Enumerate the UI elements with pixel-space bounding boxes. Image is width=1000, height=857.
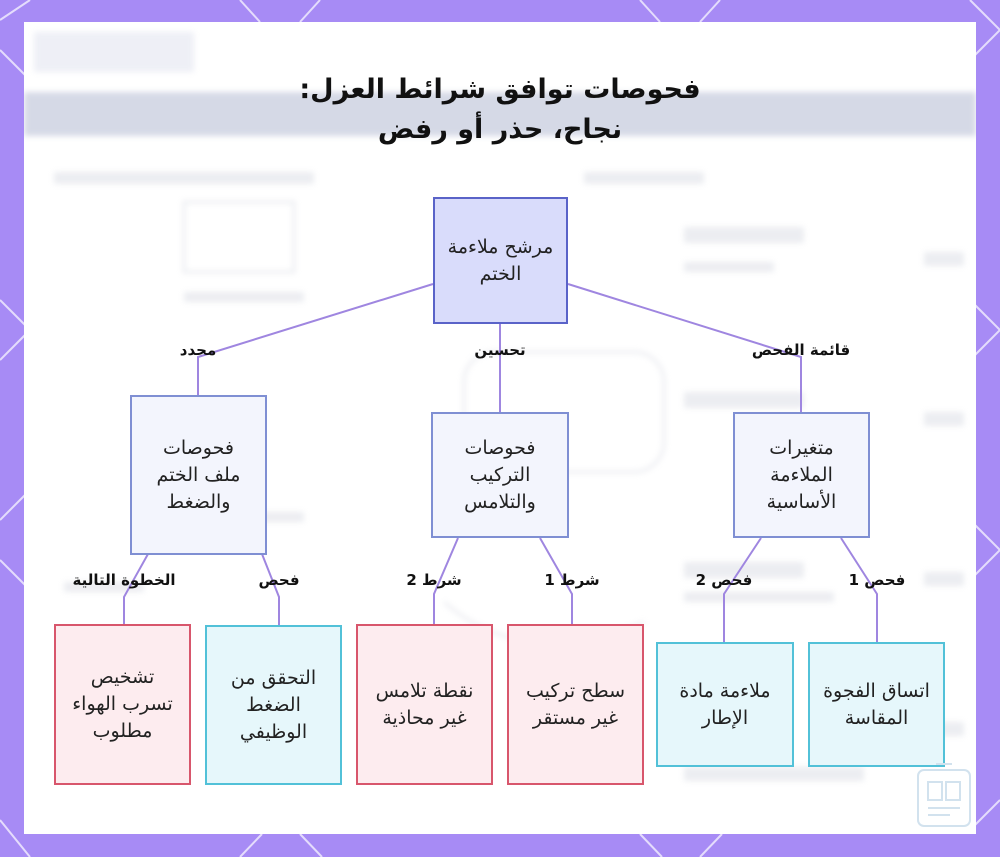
- edge-installation-to-unstable: [539, 537, 573, 624]
- title-line-1: فحوصات توافق شرائط العزل:: [299, 74, 701, 105]
- node-frame-material-label: ملاءمة مادة الإطار: [679, 679, 771, 729]
- title-line-2: نجاح، حذر أو رفض: [377, 114, 623, 145]
- node-frame-material: ملاءمة مادة الإطار: [656, 642, 794, 767]
- node-root-label: مرشح ملاءمة الختم: [447, 235, 554, 285]
- node-seal-pressure-checks: فحوصات ملف الختم والضغط: [130, 395, 267, 555]
- edge-basic-fit-to-frame: [723, 537, 762, 642]
- edge-label-specific: محدد: [179, 341, 217, 359]
- edge-basic-fit-to-gap: [840, 537, 878, 642]
- node-air-leak-label: تشخيص تسرب الهواء مطلوب: [72, 666, 173, 742]
- node-installation-checks: فحوصات التركيب والتلامس: [431, 412, 569, 538]
- edge-root-to-seal-pressure: [197, 283, 434, 395]
- edge-seal-pressure-to-functional: [261, 553, 280, 625]
- edge-label-check: فحص: [258, 571, 300, 589]
- diagram-panel: فحوصات توافق شرائط العزل: نجاح، حذر أو ر…: [24, 22, 976, 834]
- node-root: مرشح ملاءمة الختم: [433, 197, 568, 324]
- diagram-title: فحوصات توافق شرائط العزل: نجاح، حذر أو ر…: [24, 70, 976, 150]
- node-unstable-surface-label: سطح تركيب غير مستقر: [525, 679, 626, 729]
- node-misaligned-contact: نقطة تلامس غير محاذية: [356, 624, 493, 785]
- connector-lines: [123, 283, 878, 642]
- node-functional-pressure: التحقق من الضغط الوظيفي: [205, 625, 342, 785]
- node-air-leak-diagnosis: تشخيص تسرب الهواء مطلوب: [54, 624, 191, 785]
- node-seal-pressure-label: فحوصات ملف الختم والضغط: [156, 436, 241, 513]
- edge-label-check-2: فحص 2: [695, 571, 753, 589]
- node-gap-consistency: اتساق الفجوة المقاسة: [808, 642, 945, 767]
- logo-icon: [917, 763, 971, 827]
- background-texture: [24, 32, 976, 781]
- node-basic-fit-variables: متغيرات الملاءمة الأساسية: [733, 412, 870, 538]
- edge-seal-pressure-to-air-leak: [123, 553, 149, 624]
- node-misaligned-contact-label: نقطة تلامس غير محاذية: [375, 679, 474, 729]
- edge-installation-to-misaligned: [433, 537, 459, 624]
- node-gap-consistency-label: اتساق الفجوة المقاسة: [823, 679, 930, 729]
- edge-label-condition-1: شرط 1: [544, 571, 600, 589]
- node-basic-fit-label: متغيرات الملاءمة الأساسية: [766, 436, 837, 513]
- edge-label-condition-2: شرط 2: [406, 571, 462, 589]
- node-installation-label: فحوصات التركيب والتلامس: [464, 436, 536, 513]
- edge-label-next-step: الخطوة التالية: [72, 571, 176, 589]
- edge-label-check-1: فحص 1: [848, 571, 906, 589]
- node-unstable-surface: سطح تركيب غير مستقر: [507, 624, 644, 785]
- node-functional-pressure-label: التحقق من الضغط الوظيفي: [230, 666, 317, 743]
- edge-root-to-basic-fit: [567, 283, 802, 412]
- edge-label-checklist: قائمة الفحص: [751, 341, 851, 359]
- edge-label-improve: تحسين: [474, 341, 526, 359]
